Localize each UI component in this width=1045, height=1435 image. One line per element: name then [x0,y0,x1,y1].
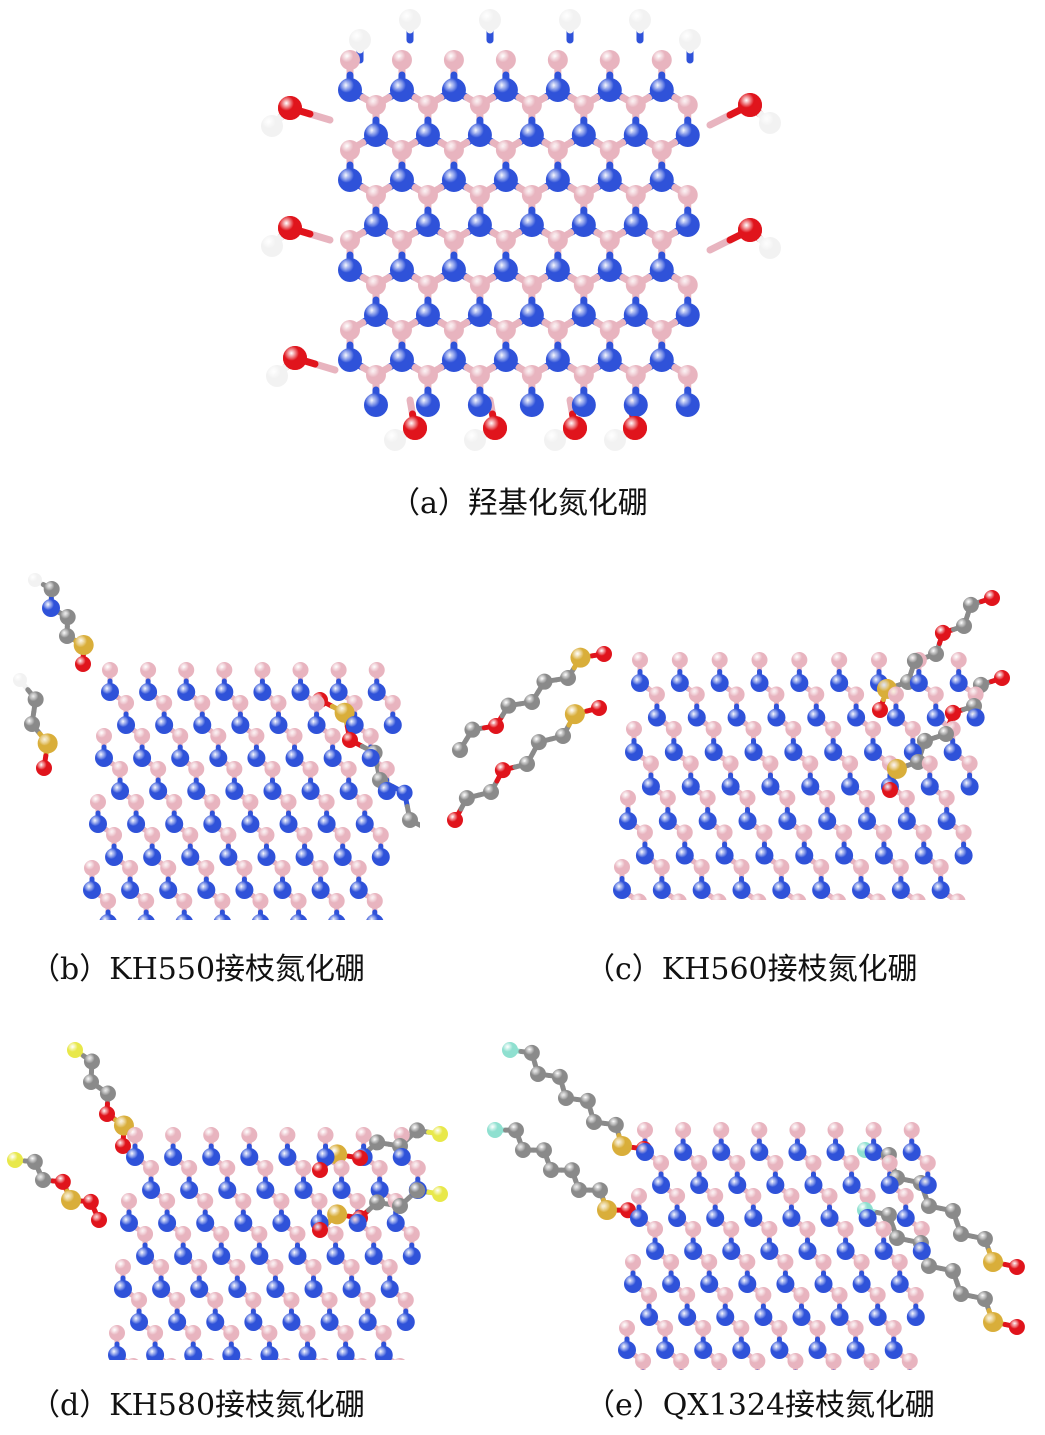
panel-b-kh550-grafted-bn [0,560,420,920]
molecule-a [261,9,781,451]
molecule-b [13,573,420,920]
panel-e-qx1324-grafted-bn [485,1030,1045,1370]
caption-b: （b）KH550接枝氮化硼 [30,952,366,987]
molecule-c [447,590,1010,900]
molecule-d [7,1042,448,1360]
caption-c: （c）KH560接枝氮化硼 [585,952,918,987]
caption-a: （a）羟基化氮化硼 [390,486,648,521]
atoms [261,9,781,451]
atoms [487,1042,1025,1369]
panel-d-kh580-grafted-bn [0,1030,480,1360]
caption-e: （e）QX1324接枝氮化硼 [585,1388,936,1423]
atoms [7,1042,448,1360]
caption-d: （d）KH580接枝氮化硼 [30,1388,366,1423]
panel-a-hydroxylated-bn [250,0,810,470]
panel-c-kh560-grafted-bn [430,570,1040,900]
molecule-e [487,1042,1025,1370]
atoms [447,590,1010,900]
atoms [13,573,418,920]
